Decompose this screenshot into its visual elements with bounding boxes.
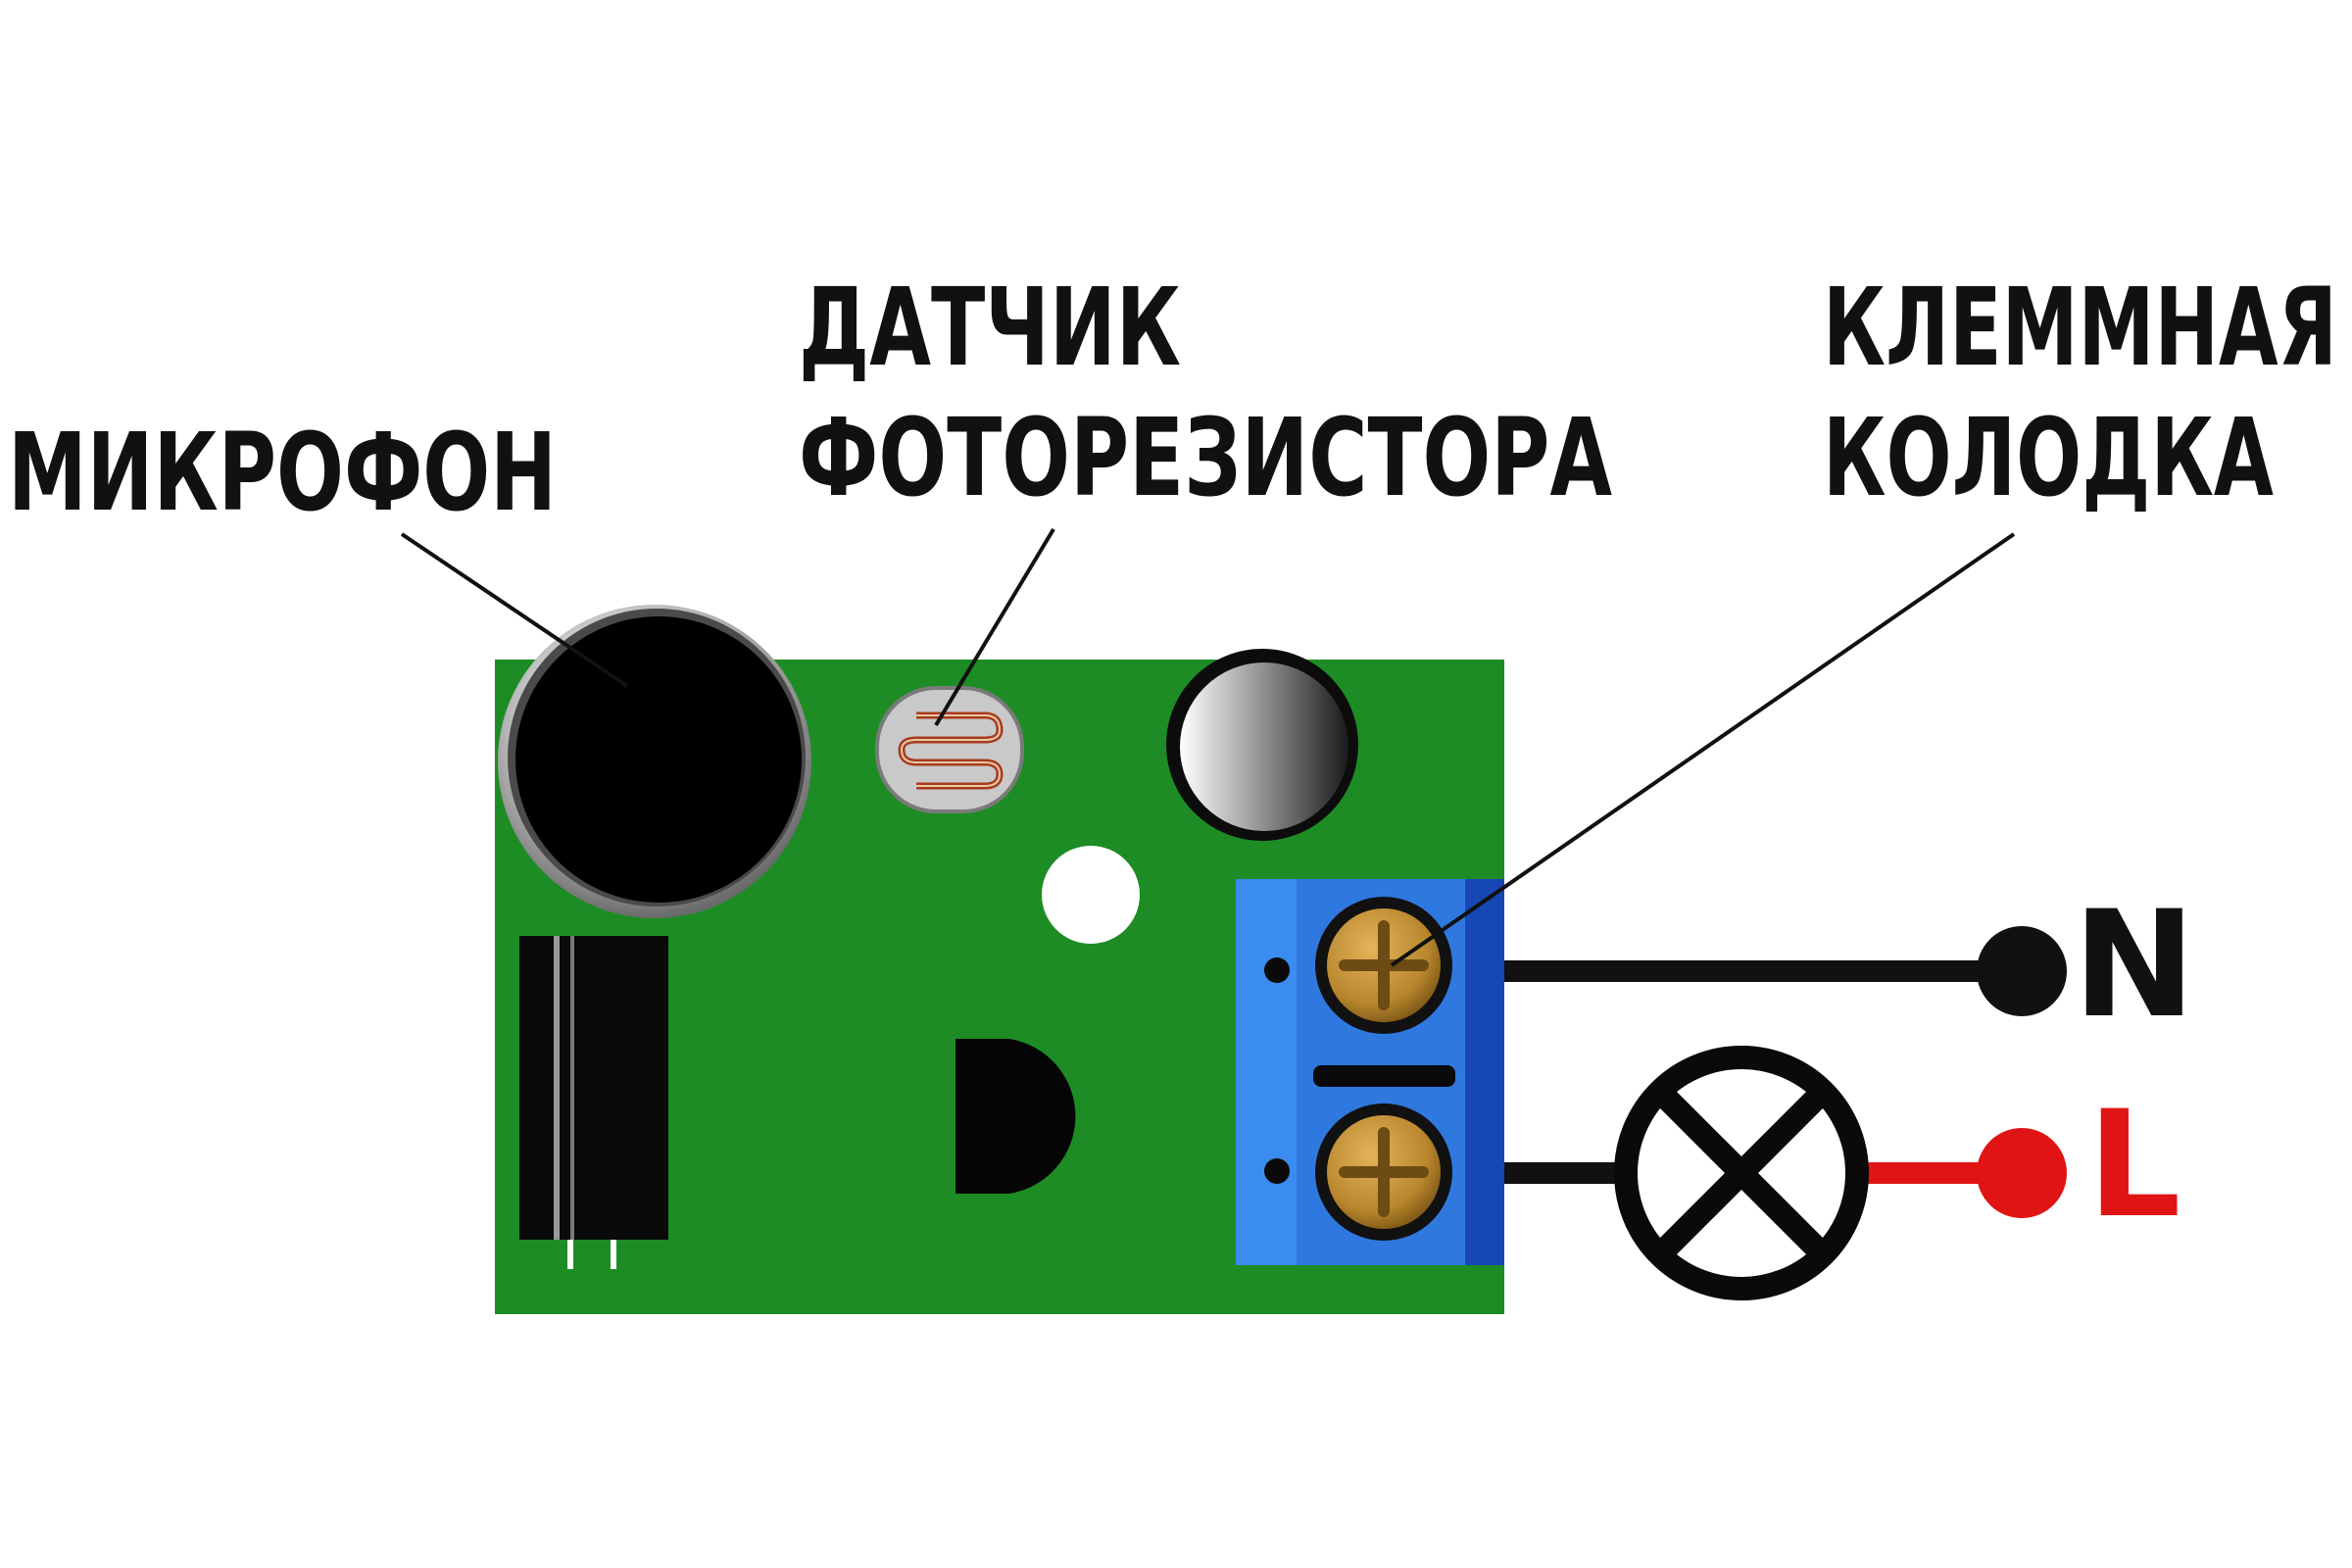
leader-line-microphone: [400, 532, 629, 688]
transistor: [956, 1039, 1076, 1194]
leader-line-photoresistor: [934, 527, 1055, 727]
terminal-block: [1236, 879, 1504, 1265]
lamp-icon: [1614, 1046, 1869, 1300]
led-component: [1166, 649, 1358, 841]
label-terminal-line2: КОЛОДКА: [1823, 395, 2274, 520]
microphone-icon: [498, 605, 811, 918]
label-photoresistor-line2: ФОТОРЕЗИСТОРА: [799, 395, 1612, 520]
terminal-screw-bottom: [1315, 1103, 1452, 1241]
label-line: L: [2087, 1080, 2181, 1250]
leader-line-terminal: [1390, 532, 2016, 967]
label-terminal-line1: КЛЕММНАЯ: [1823, 265, 2337, 390]
wire-line: [1504, 1128, 2067, 1218]
neutral-terminal-dot: [1977, 926, 2067, 1016]
terminal-screw-top: [1315, 897, 1452, 1034]
line-terminal-dot: [1977, 1128, 2067, 1218]
label-photoresistor-line1: ДАТЧИК: [799, 265, 1181, 390]
label-microphone: МИКРОФОН: [8, 410, 557, 535]
capacitor: [519, 936, 668, 1269]
label-neutral: N: [2073, 880, 2196, 1051]
wire-neutral: [1504, 926, 2067, 1016]
mounting-hole: [1042, 846, 1140, 944]
photoresistor-icon: [875, 686, 1024, 813]
